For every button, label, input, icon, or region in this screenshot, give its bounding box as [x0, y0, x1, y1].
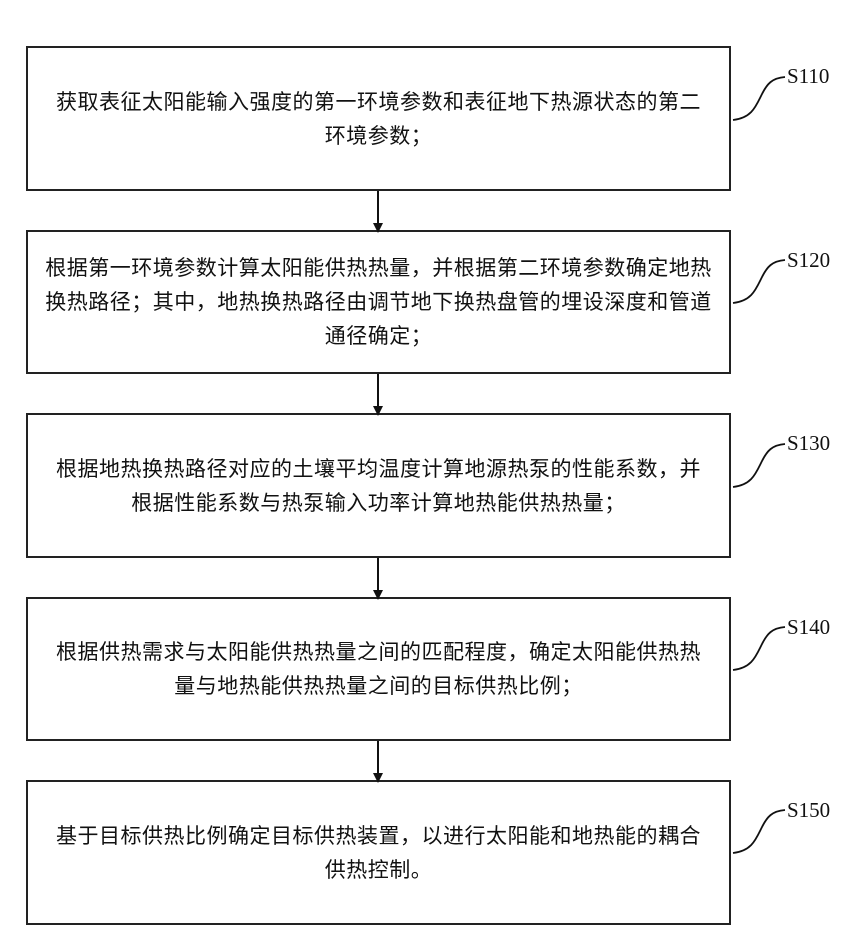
- leader-s150: [733, 810, 785, 853]
- leader-s120: [733, 260, 785, 303]
- leader-s140: [733, 627, 785, 670]
- leader-s130: [733, 444, 785, 487]
- leader-s110: [733, 77, 785, 120]
